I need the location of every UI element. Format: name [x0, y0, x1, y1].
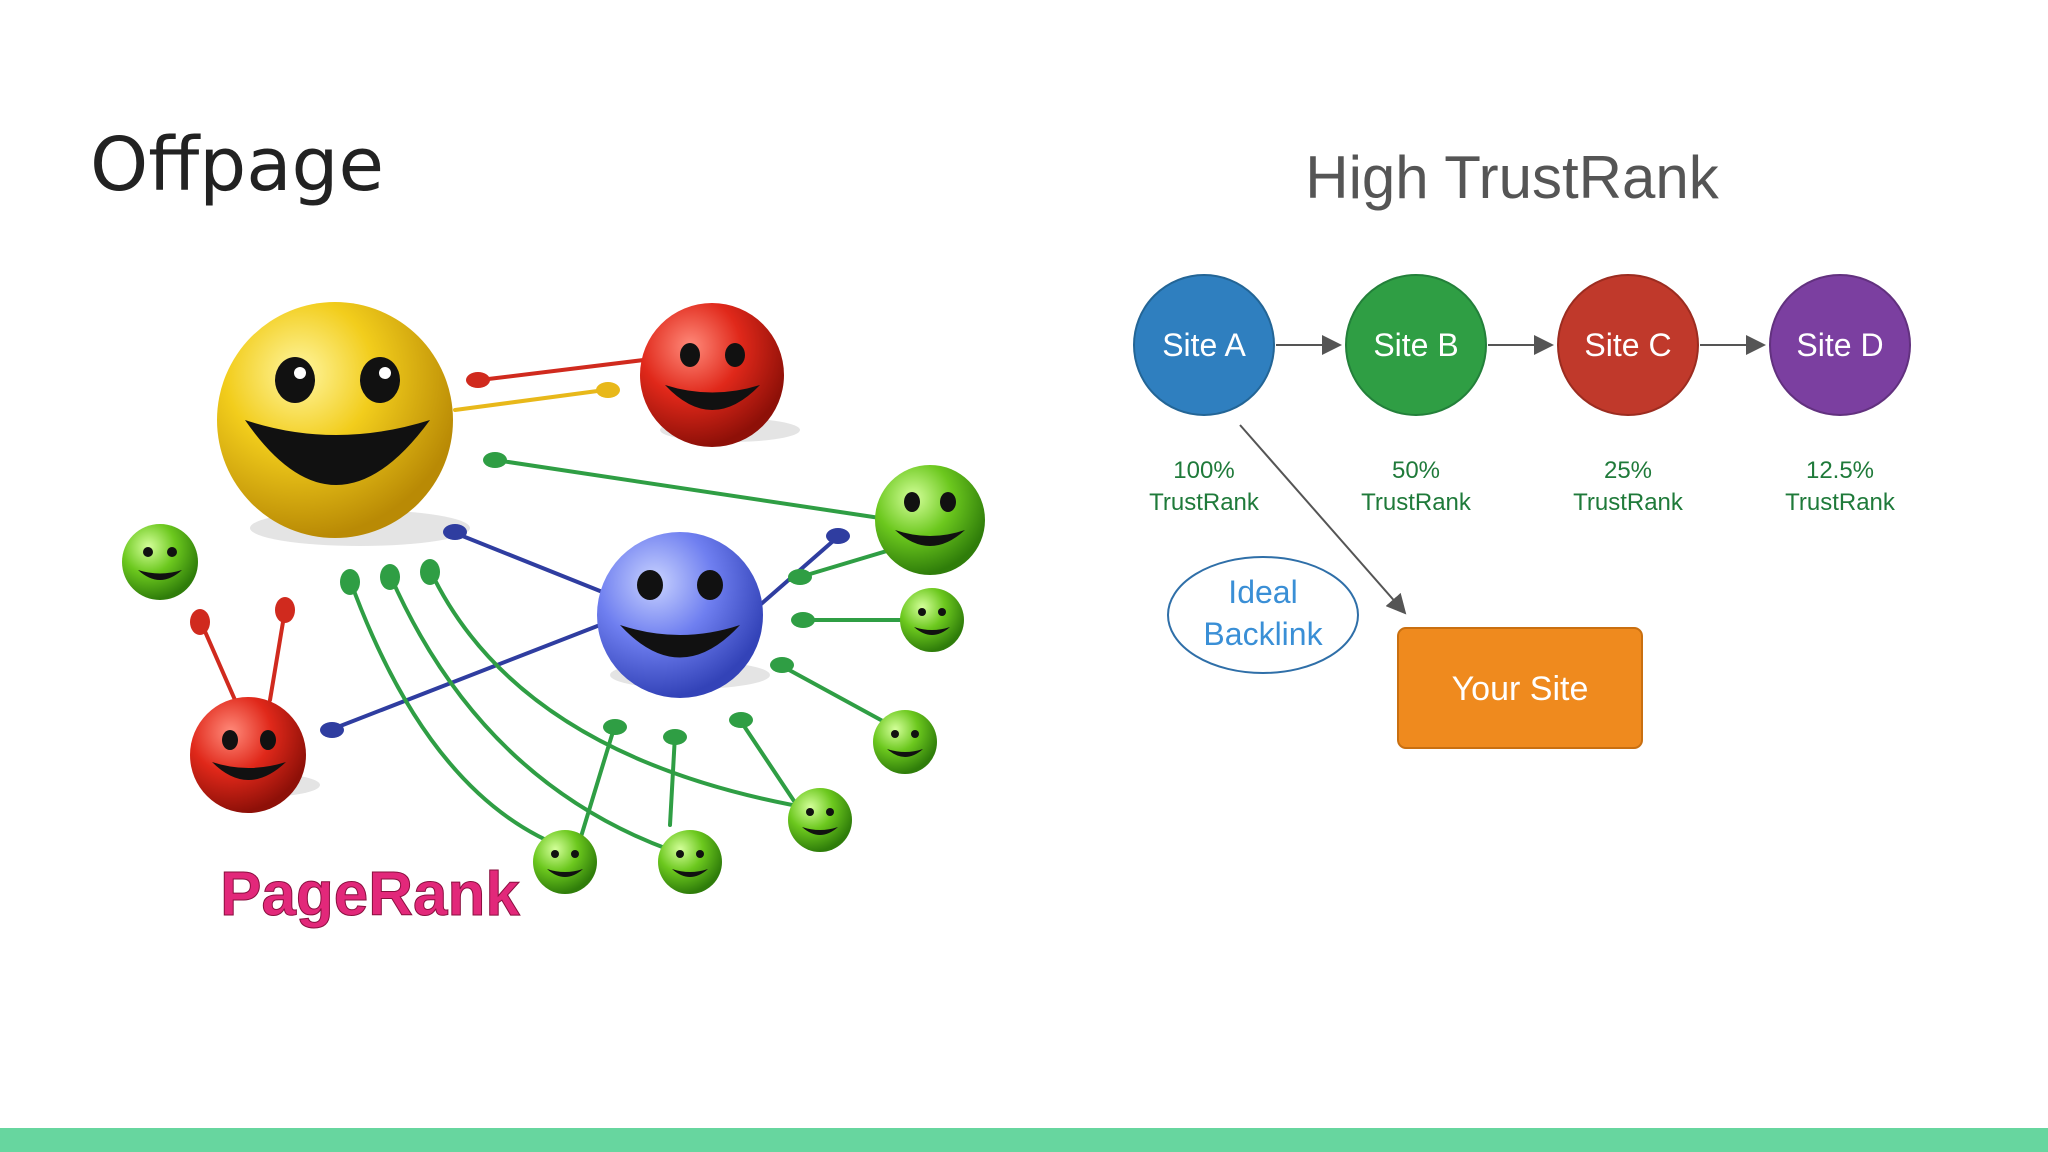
site-d-metric: TrustRank: [1785, 489, 1896, 516]
site-b-label: Site B: [1373, 327, 1458, 363]
ideal-backlink-line2: Backlink: [1203, 616, 1323, 652]
site-c-metric: TrustRank: [1573, 489, 1684, 516]
pagerank-label: PageRank: [220, 860, 520, 929]
site-b-circle: [1345, 274, 1487, 416]
red-smiley-small-icon: [190, 697, 306, 813]
bottom-accent-bar: [0, 1128, 2048, 1152]
green-smiley-icon: [533, 830, 597, 894]
green-smiley-icon: [658, 830, 722, 894]
site-b-percent: 50%: [1392, 457, 1440, 484]
site-d-percent: 12.5%: [1806, 457, 1874, 484]
site-a-metric: TrustRank: [1149, 489, 1260, 516]
site-d-node: Site D 12.5% TrustRank: [1769, 274, 1911, 516]
trustrank-diagram: High TrustRank Site A 100% TrustRank Sit…: [1133, 144, 1911, 749]
green-smiley-icon: [900, 588, 964, 652]
site-b-metric: TrustRank: [1361, 489, 1472, 516]
site-c-percent: 25%: [1604, 457, 1652, 484]
yellow-smiley-icon: [217, 302, 453, 538]
blue-smiley-icon: [597, 532, 763, 698]
site-a-percent: 100%: [1173, 457, 1234, 484]
red-smiley-icon: [640, 303, 784, 447]
green-smiley-icon: [122, 524, 198, 600]
green-smiley-icon: [788, 788, 852, 852]
ideal-backlink-callout: Ideal Backlink: [1167, 556, 1359, 674]
site-d-label: Site D: [1796, 327, 1883, 363]
backlink-arrow: [1239, 424, 1407, 615]
site-a-label: Site A: [1162, 327, 1246, 363]
your-site-label: Your Site: [1452, 670, 1589, 708]
site-a-node: Site A 100% TrustRank: [1133, 274, 1275, 516]
site-c-circle: [1557, 274, 1699, 416]
green-smiley-icon: [875, 465, 985, 575]
site-c-label: Site C: [1584, 327, 1671, 363]
site-d-circle: [1769, 274, 1911, 416]
slide-title: Offpage: [90, 122, 385, 208]
site-a-circle: [1133, 274, 1275, 416]
ideal-backlink-line1: Ideal: [1228, 574, 1297, 610]
site-b-node: Site B 50% TrustRank: [1345, 274, 1487, 516]
site-c-node: Site C 25% TrustRank: [1557, 274, 1699, 516]
ideal-backlink-ellipse: [1167, 556, 1359, 674]
trustrank-title: High TrustRank: [1305, 144, 1719, 211]
pagerank-illustration: PageRank: [122, 302, 985, 930]
your-site-node: Your Site: [1397, 627, 1643, 749]
your-site-box: [1397, 627, 1643, 749]
green-smiley-icon: [873, 710, 937, 774]
